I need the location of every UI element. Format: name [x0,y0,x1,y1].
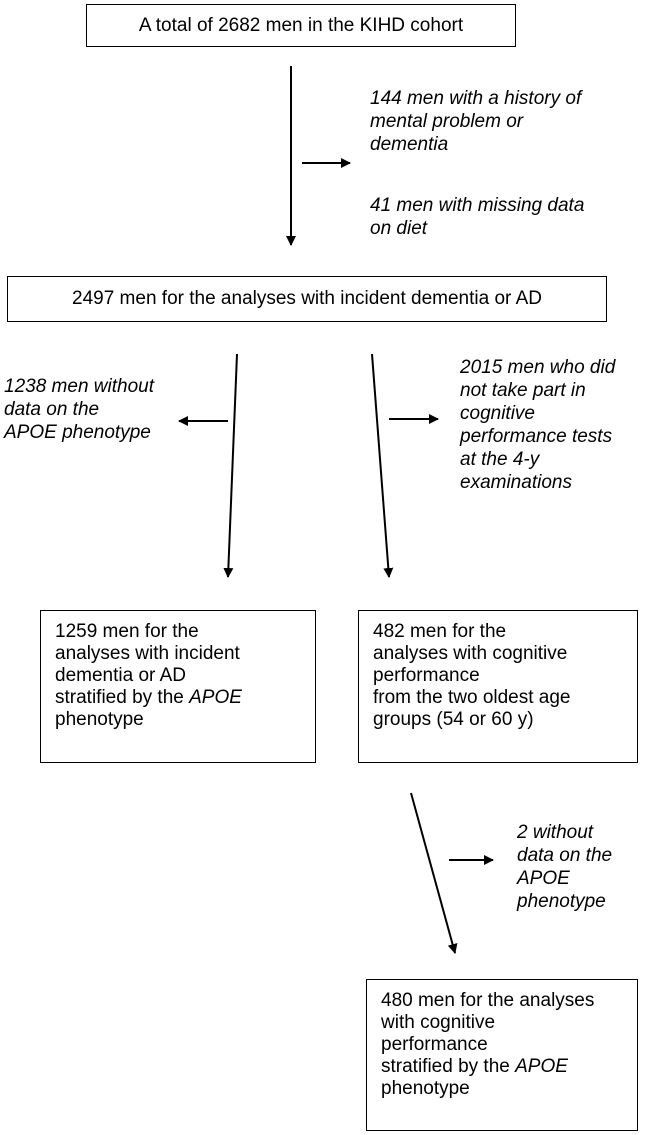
exclusion-bottom-line-3: APOE [517,868,570,889]
box-final-line-5: phenotype [381,1078,470,1099]
box-total-cohort-text: A total of 2682 men in the KIHD cohort [138,14,464,36]
box-apoe-stratified: 1259 men for the analyses with incident … [40,610,316,763]
box-final-line-3: performance [381,1034,488,1055]
box-total-cohort: A total of 2682 men in the KIHD cohort [86,4,516,47]
box-apoe-line-2: analyses with incident [55,643,240,664]
box-cognitive-line-2: analyses with cognitive [373,643,568,664]
exclusion-left-line-2: data on the [4,399,100,420]
box-final-line-1: 480 men for the analyses [381,990,595,1011]
box-cognitive-line-1: 482 men for the [373,621,507,642]
box-cognitive-line-5: groups (54 or 60 y) [373,709,534,730]
exclusion-top-history: 144 men with a history of mental problem… [370,87,581,156]
box-apoe-line-4-text: stratified by the [55,687,190,708]
box-cognitive-line-4: from the two oldest age [373,687,571,708]
box-final-line-4: stratified by the APOE [381,1056,629,1078]
box-final: 480 men for the analyses with cognitive … [366,979,638,1131]
box-cognitive-line-3: performance [373,665,480,686]
exclusion-top-line-3: dementia [370,134,449,155]
exclusion-right-cognitive: 2015 men who did not take part in cognit… [460,356,615,494]
exclusion-right-line-5: at the 4-y [460,449,540,470]
exclusion-diet-line-2: on diet [370,218,428,239]
arrow-cognitive-to-final [410,792,458,954]
box-apoe-line-4: stratified by the APOE [55,687,307,709]
exclusion-bottom-line-2: data on the [517,845,613,866]
exclusion-right-line-1: 2015 men who did [460,357,616,378]
exclusion-bottom-line-1: 2 without [517,822,594,843]
exclusion-left-apoe: 1238 men without data on the APOE phenot… [4,375,154,444]
exclusion-diet-line-1: 41 men with missing data [370,195,585,216]
exclusion-top-line-2: mental problem or [370,111,524,132]
box-apoe-line-1: 1259 men for the [55,621,199,642]
box-apoe-line-5: phenotype [55,709,144,730]
exclusion-right-line-2: not take part in [460,380,586,401]
box-final-term: APOE [515,1056,568,1077]
exclusion-top-line-1: 144 men with a history of [370,88,582,109]
box-final-line-4-text: stratified by the [381,1056,516,1077]
exclusion-left-line-3: APOE phenotype [4,422,151,443]
box-cognitive: 482 men for the analyses with cognitive … [358,610,638,763]
box-apoe-line-3: dementia or AD [55,665,186,686]
box-analyses-text: 2497 men for the analyses with incident … [72,288,542,309]
exclusion-left-line-1: 1238 men without [4,376,154,397]
arrow-analyses-to-cognitive [371,353,394,578]
exclusion-bottom-line-4: phenotype [517,891,606,912]
box-analyses: 2497 men for the analyses with incident … [7,276,607,322]
exclusion-right-line-4: performance tests [460,426,613,447]
box-final-line-2: with cognitive [381,1012,496,1033]
exclusion-top-missing-diet: 41 men with missing data on diet [370,194,584,240]
exclusion-bottom-apoe: 2 without data on the APOE phenotype [517,821,612,913]
arrow-analyses-to-apoe [223,353,238,578]
box-apoe-term: APOE [189,687,242,708]
exclusion-right-line-6: examinations [460,472,572,493]
exclusion-right-line-3: cognitive [460,403,535,424]
